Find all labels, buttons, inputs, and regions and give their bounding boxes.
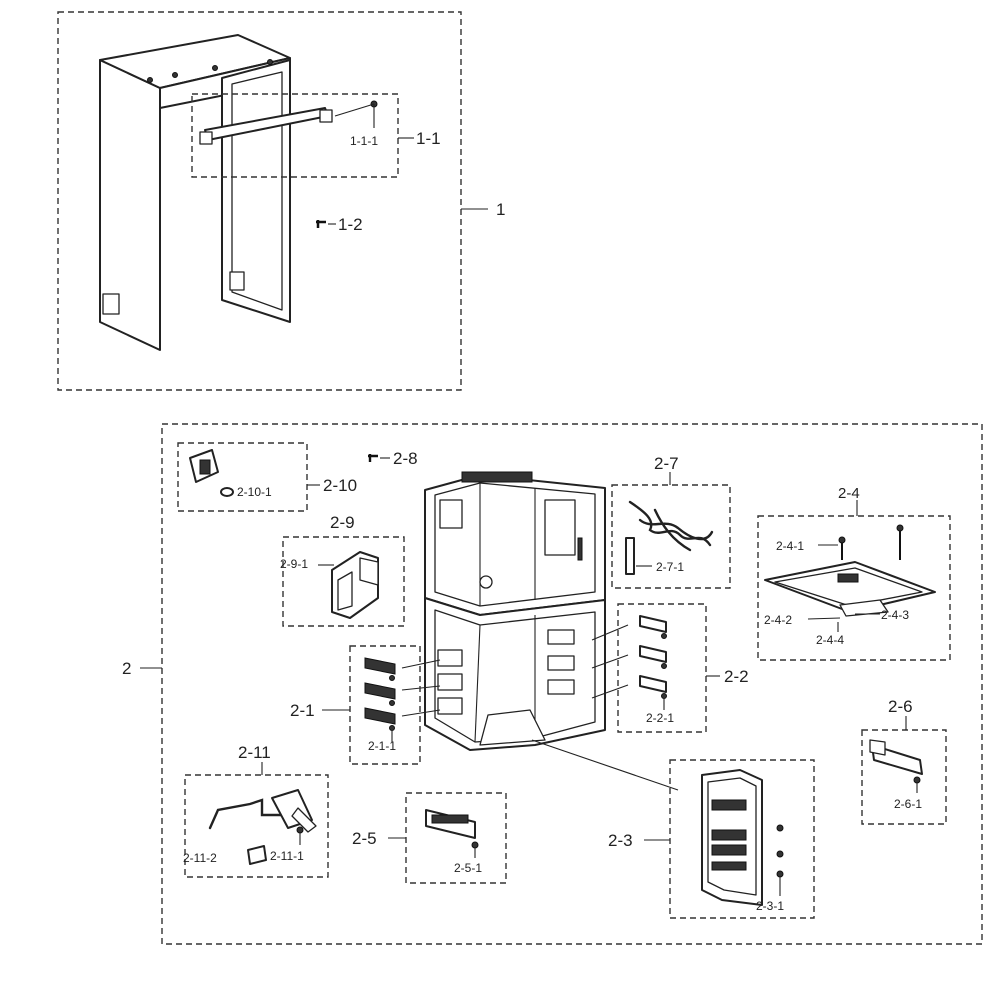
label-2-6-1: 2-6-1 <box>894 797 922 811</box>
label-2-2: 2-2 <box>724 667 749 686</box>
assembly-1-group: 1 1-1 1-1-1 1-2 <box>57 11 505 391</box>
sub-assembly-2-6-boundary <box>861 729 947 825</box>
bracket-2-6 <box>869 739 923 775</box>
label-2-4-1: 2-4-1 <box>776 539 804 553</box>
sub-assembly-2-9-boundary <box>282 536 405 627</box>
label-2-9-1: 2-9-1 <box>280 557 308 571</box>
inner-liner <box>424 471 606 751</box>
ring-2-10-1 <box>220 487 234 497</box>
sub-assembly-2-4-boundary <box>757 515 951 661</box>
label-2-6: 2-6 <box>888 697 913 716</box>
shelf-rail-2-2 <box>639 615 667 693</box>
pad-2-11-2 <box>247 845 267 865</box>
label-2-3-1: 2-3-1 <box>756 899 784 913</box>
bracket-2-5 <box>425 809 476 839</box>
duct-2-9 <box>331 551 379 619</box>
label-2-5: 2-5 <box>352 829 377 848</box>
assembly-2-boundary <box>161 423 983 945</box>
label-2: 2 <box>122 659 131 678</box>
label-2-11-2: 2-11-2 <box>183 851 217 865</box>
screw-2-1-1 <box>389 675 395 742</box>
screw-2-2-1 <box>661 633 667 710</box>
label-2-4-4: 2-4-4 <box>816 633 844 647</box>
screw-2-4-1 <box>818 524 904 560</box>
cabinet-case <box>99 34 291 351</box>
label-2-1: 2-1 <box>290 701 315 720</box>
label-2-2-1: 2-2-1 <box>646 711 674 725</box>
label-2-3: 2-3 <box>608 831 633 850</box>
screw-2-5-1 <box>471 841 479 858</box>
label-2-9: 2-9 <box>330 513 355 532</box>
label-2-4: 2-4 <box>838 485 860 502</box>
cross-bracket <box>199 107 333 145</box>
screw-1-2 <box>316 220 336 228</box>
screw-1-1-1 <box>334 100 378 128</box>
assembly-1-boundary <box>57 11 462 391</box>
label-2-7-1: 2-7-1 <box>656 560 684 574</box>
label-2-11-1: 2-11-1 <box>270 849 304 863</box>
label-1-1: 1-1 <box>416 129 441 148</box>
label-2-8: 2-8 <box>393 449 418 468</box>
label-1-1-1: 1-1-1 <box>350 134 378 148</box>
door-panel-2-3 <box>701 769 763 906</box>
heater-2-11 <box>208 789 317 845</box>
sub-assembly-2-11-boundary <box>184 774 329 878</box>
shelf-rail-2-1 <box>364 657 396 725</box>
label-2-4-2: 2-4-2 <box>764 613 792 627</box>
screw-2-6-1 <box>913 776 921 793</box>
sub-assembly-1-1-boundary <box>191 93 399 178</box>
label-1: 1 <box>496 200 505 219</box>
sub-assembly-2-10-boundary <box>177 442 308 512</box>
label-2-10-1: 2-10-1 <box>237 485 272 499</box>
label-1-2: 1-2 <box>338 215 363 234</box>
sub-assembly-2-2-boundary <box>617 603 707 733</box>
label-2-1-1: 2-1-1 <box>368 739 396 753</box>
wire-harness-2-7 <box>628 500 714 552</box>
label-2-4-3: 2-4-3 <box>881 608 909 622</box>
label-2-11: 2-11 <box>238 743 271 762</box>
sub-assembly-2-1-boundary <box>349 645 421 765</box>
label-2-7: 2-7 <box>654 454 679 473</box>
label-2-5-1: 2-5-1 <box>454 861 482 875</box>
sensor-2-10 <box>189 449 219 483</box>
screw-2-3-1 <box>776 824 784 896</box>
assembly-2-group: 2 <box>122 423 983 945</box>
label-2-10: 2-10 <box>323 476 357 495</box>
sub-assembly-2-7-boundary <box>611 484 731 589</box>
connector-2-7-1 <box>625 537 652 575</box>
sub-assembly-2-3-boundary <box>669 759 815 919</box>
screw-2-8 <box>368 454 390 462</box>
cover-plate-2-4 <box>764 561 936 617</box>
